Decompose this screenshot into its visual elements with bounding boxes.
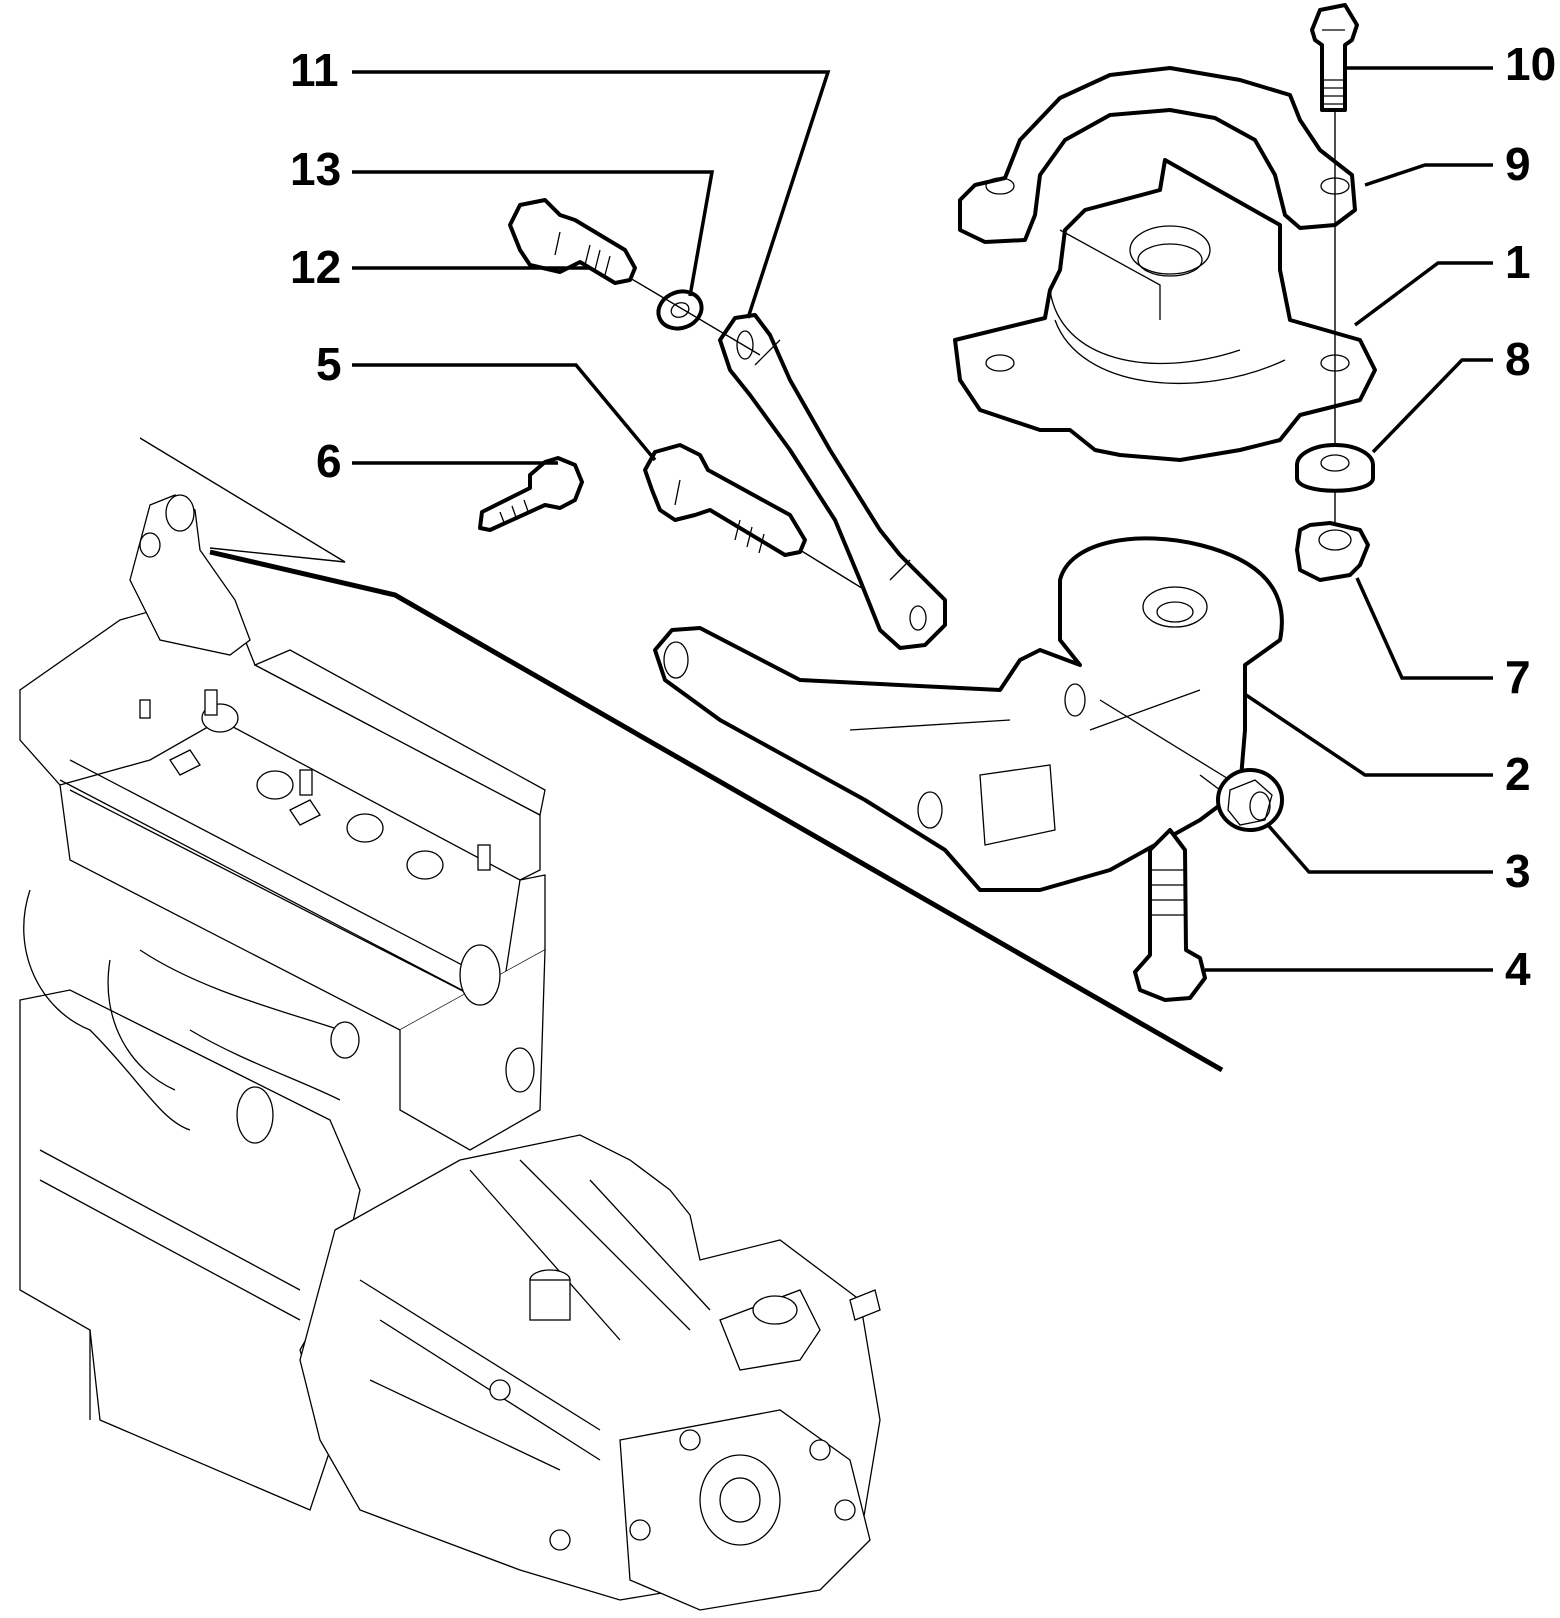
leader-1 <box>1353 261 1493 327</box>
part-7-hex-nut <box>1295 521 1370 582</box>
part-8-washer <box>1295 443 1375 493</box>
leader-5 <box>352 363 657 462</box>
callout-1: 1 <box>1505 236 1531 288</box>
callout-8: 8 <box>1505 333 1531 385</box>
part-12-flange-bolt <box>508 198 637 285</box>
callout-12: 12 <box>290 241 341 293</box>
leader-2 <box>1245 693 1493 777</box>
callout-13: 13 <box>290 143 341 195</box>
callout-2: 2 <box>1505 748 1531 800</box>
nut-3-axis <box>1199 774 1221 791</box>
location-guide-thin <box>139 437 346 563</box>
leader-7 <box>1355 577 1493 680</box>
callout-5: 5 <box>316 338 342 390</box>
bolt-5-axis <box>799 549 866 591</box>
callout-3: 3 <box>1505 845 1531 897</box>
leader-9 <box>1364 163 1493 187</box>
callout-6: 6 <box>316 435 342 487</box>
cam-cover-details <box>139 689 491 880</box>
part-13-lock-washer <box>656 289 704 331</box>
callout-11: 11 <box>290 44 339 96</box>
leader-8 <box>1371 358 1493 454</box>
callout-7: 7 <box>1505 651 1531 703</box>
part-1-engine-mount <box>953 158 1377 462</box>
part-4-flange-bolt <box>1133 828 1207 1002</box>
callout-10: 10 <box>1505 38 1556 90</box>
leader-lines <box>352 66 1493 972</box>
leader-11 <box>352 70 831 319</box>
location-guide-line <box>209 549 1224 1073</box>
callout-4: 4 <box>1505 943 1531 995</box>
leader-3 <box>1266 823 1493 874</box>
bolt-12-axis <box>629 277 761 356</box>
part-2-mount-bracket <box>653 536 1284 892</box>
engine-gearbox-illustration <box>19 494 881 1611</box>
part-11-tie-rod <box>718 313 947 650</box>
part-5-flange-bolt <box>643 443 807 557</box>
callout-labels: 11 13 12 5 6 10 9 1 8 7 2 3 4 <box>290 38 1556 995</box>
leader-13 <box>352 170 715 297</box>
callout-9: 9 <box>1505 138 1531 190</box>
part-10-hex-bolt <box>1310 3 1359 112</box>
part-6-flange-bolt <box>478 456 584 532</box>
part-3-flange-nut <box>1216 768 1284 832</box>
